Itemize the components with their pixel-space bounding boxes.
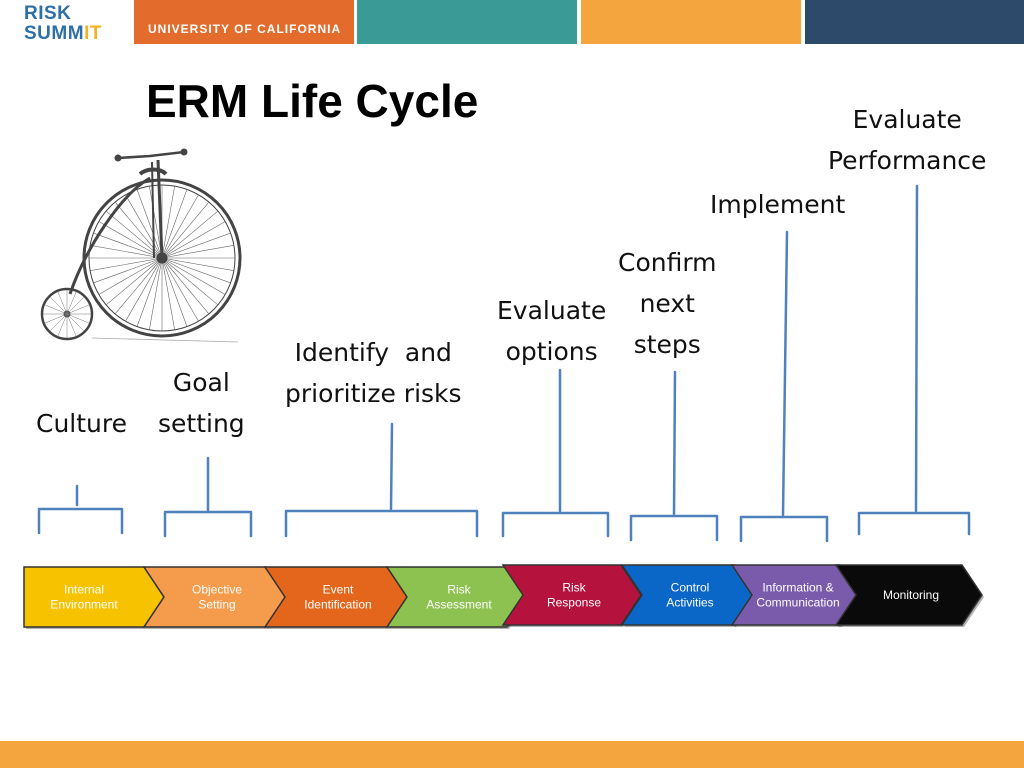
chevron-shape	[730, 564, 861, 626]
phase-label-confirm-next-steps: Confirm next steps	[618, 242, 717, 365]
phase-label-culture: Culture	[36, 403, 127, 444]
chevron-label-line: Information &	[762, 581, 833, 595]
chevron-label-line: Communication	[756, 596, 839, 610]
footer-bar	[0, 741, 1024, 768]
logo-line-2-b: IT	[84, 23, 102, 44]
chevron-label-line: Risk	[562, 581, 586, 595]
phase-label-line: setting	[158, 409, 245, 438]
logo-line-2: SUMMIT	[24, 24, 102, 44]
phase-label-line: Evaluate	[852, 105, 962, 134]
phase-label-line: Culture	[36, 409, 128, 438]
phase-label-implement: Implement	[710, 184, 845, 225]
bracket-confirm-next-steps	[629, 370, 719, 542]
chevron-label-line: Control	[671, 581, 710, 595]
risk-summit-logo: RISK SUMMIT	[0, 0, 133, 44]
header-band-navy	[805, 0, 1024, 44]
bracket-evaluate-performance	[857, 184, 971, 536]
chevron-label-line: Internal	[64, 583, 104, 597]
bracket-identify-prioritize	[284, 422, 479, 538]
phase-label-line: Confirm	[618, 248, 717, 277]
chevron-information-communication: Information &Communication	[730, 564, 862, 627]
chevron-monitoring: Monitoring	[834, 564, 984, 627]
chevron-shape	[23, 566, 165, 628]
university-band: UNIVERSITY OF CALIFORNIA	[134, 0, 354, 44]
header-bar: RISK SUMMIT UNIVERSITY OF CALIFORNIA	[0, 0, 1024, 44]
slide-title: ERM Life Cycle	[146, 75, 479, 127]
phase-label-line: next	[639, 289, 695, 318]
university-name: UNIVERSITY OF CALIFORNIA	[148, 22, 342, 36]
phase-label-line: Goal	[172, 368, 230, 397]
chevron-label-line: Identification	[304, 598, 371, 612]
phase-label-line: Implement	[710, 190, 846, 219]
phase-label-line: steps	[633, 330, 701, 359]
chevron-label-line: Event	[323, 583, 354, 597]
phase-label-line: options	[505, 337, 598, 366]
chevron-label-line: Monitoring	[883, 588, 939, 602]
phase-label-identify-prioritize: Identify and prioritize risks	[285, 332, 462, 414]
phase-label-goal-setting: Goal setting	[158, 362, 245, 444]
phase-label-evaluate-performance: Evaluate Performance	[828, 99, 986, 181]
logo-line-1: RISK	[24, 3, 72, 24]
chevron-shape	[620, 564, 755, 626]
chevron-label-line: Assessment	[426, 598, 492, 612]
chevron-shape	[263, 566, 408, 628]
chevron-label-line: Risk	[447, 583, 471, 597]
bracket-evaluate-options	[501, 368, 610, 538]
phase-label-line: prioritize risks	[285, 379, 462, 408]
bracket-implement	[739, 230, 829, 543]
phase-label-line: Evaluate	[497, 296, 607, 325]
bracket-culture	[37, 484, 124, 535]
phase-label-line: Identify and	[294, 338, 452, 367]
chevron-label-line: Environment	[50, 598, 118, 612]
chevron-shape	[501, 564, 642, 626]
chevron-shape	[142, 566, 287, 628]
bracket-goal-setting	[163, 456, 253, 538]
phase-label-line: Performance	[828, 146, 987, 175]
header-band-teal	[357, 0, 577, 44]
chevron-label-line: Response	[547, 596, 601, 610]
chevron-shape	[834, 564, 983, 626]
phase-label-evaluate-options: Evaluate options	[497, 290, 606, 372]
chevron-shape	[385, 566, 528, 628]
chevron-label-line: Objective	[192, 583, 242, 597]
logo-line-2-a: SUMM	[24, 23, 85, 44]
chevron-label-line: Setting	[198, 598, 235, 612]
chevron-label-line: Activities	[666, 596, 713, 610]
header-band-orange	[581, 0, 801, 44]
